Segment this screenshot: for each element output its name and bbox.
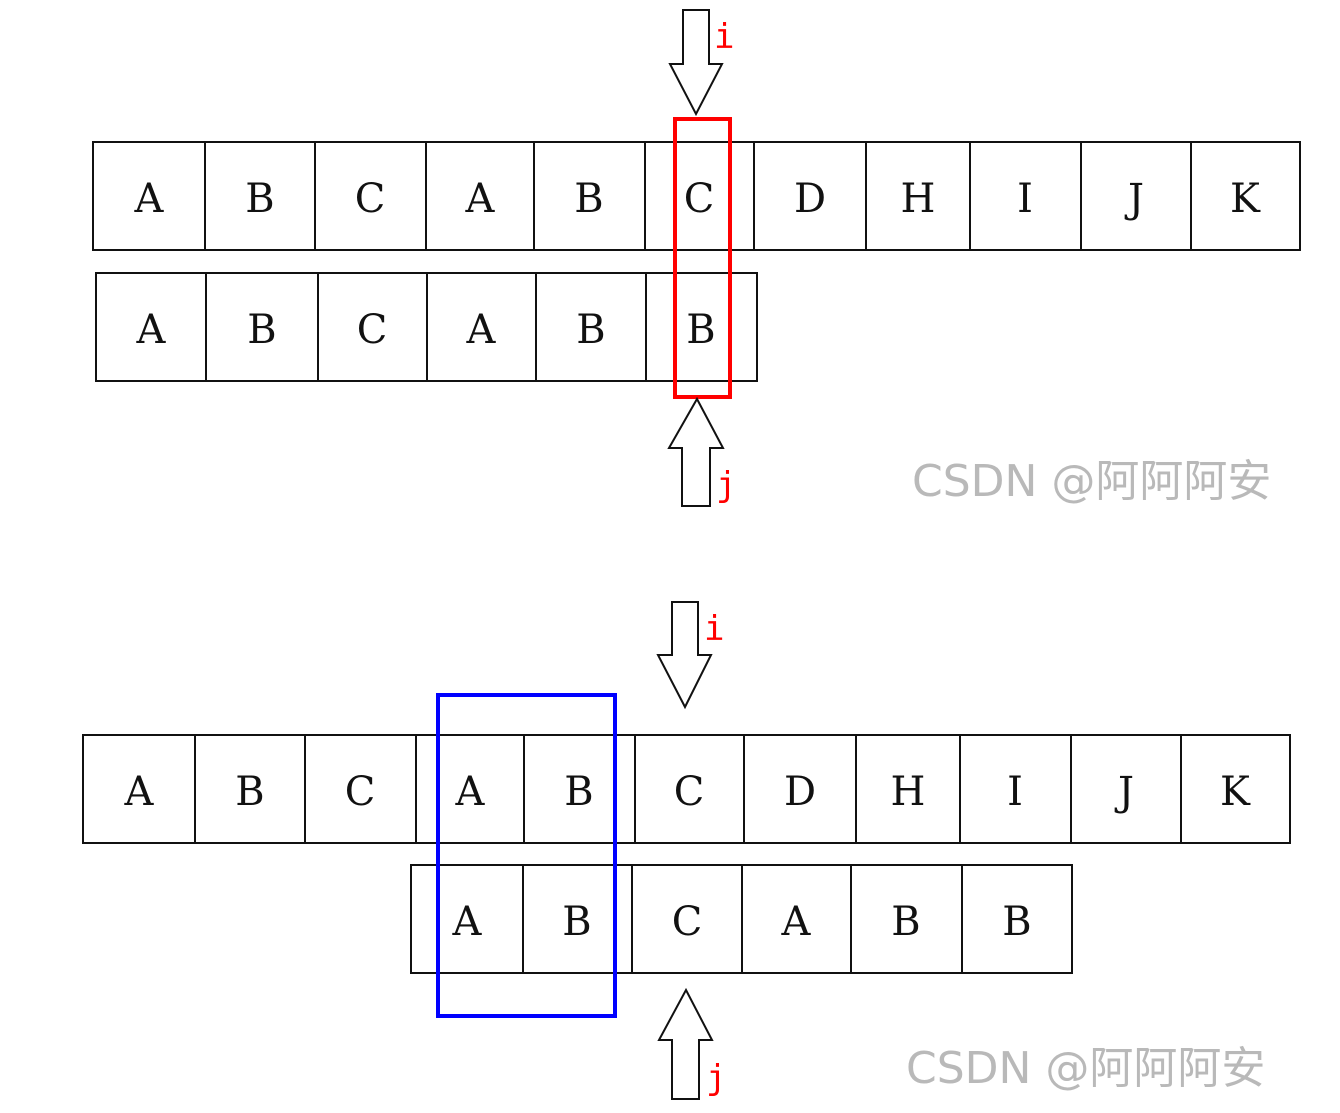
pattern-cell: A	[741, 864, 852, 974]
pattern-cell: A	[426, 272, 537, 382]
text-cell: A	[415, 734, 525, 844]
pattern-cell: B	[645, 272, 758, 382]
pattern-cell: B	[850, 864, 963, 974]
text-cell: B	[533, 141, 646, 251]
text-row: A B C A B C D H I J K	[82, 734, 1291, 844]
text-cell: B	[194, 734, 306, 844]
text-cell: A	[82, 734, 196, 844]
pointer-i-label: i	[714, 17, 734, 57]
text-cell-label: K	[1220, 769, 1251, 815]
text-cell-label: D	[794, 176, 826, 222]
pattern-row: A B C A B B	[410, 864, 1073, 974]
text-cell-label: B	[235, 769, 264, 815]
text-cell-label: B	[245, 176, 274, 222]
pointer-i-label: i	[704, 609, 724, 649]
pattern-cell: C	[317, 272, 428, 382]
prefix-suffix-highlight-box	[436, 693, 617, 1018]
pattern-cell-label: A	[781, 899, 812, 945]
pattern-cell: B	[205, 272, 319, 382]
text-cell-label: I	[1007, 769, 1023, 815]
pattern-cell-label: C	[357, 307, 388, 353]
panel-after-shift: i A B C A B C D H I J K A B C A B B	[82, 601, 1291, 1100]
pattern-cell-label: A	[466, 307, 497, 353]
text-cell: K	[1180, 734, 1291, 844]
text-cell: J	[1070, 734, 1182, 844]
pointer-i-arrow-icon	[668, 9, 724, 117]
text-cell-label: C	[355, 176, 386, 222]
watermark: CSDN @阿阿阿安	[906, 1043, 1265, 1094]
pattern-cell-label: B	[686, 307, 715, 353]
pattern-cell-label: A	[136, 307, 167, 353]
pattern-cell: C	[631, 864, 743, 974]
text-cell-label: K	[1230, 176, 1261, 222]
pointer-j-label: j	[706, 1058, 726, 1098]
text-cell: B	[204, 141, 316, 251]
pattern-cell-label: B	[891, 899, 920, 945]
text-cell-label: A	[455, 769, 486, 815]
pattern-cell: B	[961, 864, 1073, 974]
text-cell: H	[855, 734, 961, 844]
text-cell: I	[959, 734, 1072, 844]
text-cell: A	[92, 141, 206, 251]
text-cell-label: H	[901, 176, 936, 222]
text-cell: C	[634, 734, 745, 844]
text-cell-label: C	[684, 176, 715, 222]
mismatch-highlight-box	[673, 117, 732, 399]
pattern-cell: A	[95, 272, 207, 382]
text-cell: H	[865, 141, 971, 251]
watermark: CSDN @阿阿阿安	[912, 456, 1271, 507]
pointer-j-arrow-icon	[667, 396, 725, 507]
text-cell-label: J	[1114, 769, 1134, 815]
pattern-cell-label: B	[576, 307, 605, 353]
pointer-i-arrow-icon	[656, 601, 713, 710]
text-cell-label: I	[1017, 176, 1033, 222]
text-cell-label: A	[124, 769, 155, 815]
pattern-cell-label: A	[452, 899, 483, 945]
text-cell-label: B	[574, 176, 603, 222]
text-cell-label: C	[345, 769, 376, 815]
text-cell: J	[1080, 141, 1192, 251]
text-cell: I	[969, 141, 1082, 251]
text-cell-label: A	[134, 176, 165, 222]
text-cell: A	[425, 141, 535, 251]
text-cell-label: D	[784, 769, 816, 815]
pattern-cell-label: C	[672, 899, 703, 945]
text-cell-label: J	[1124, 176, 1144, 222]
text-cell-label: H	[891, 769, 926, 815]
pattern-cell: A	[410, 864, 524, 974]
text-cell: C	[304, 734, 417, 844]
text-cell-label: B	[564, 769, 593, 815]
text-cell: C	[644, 141, 755, 251]
text-row: A B C A B C D H I J K	[92, 141, 1301, 251]
text-cell-label: C	[674, 769, 705, 815]
text-cell: B	[523, 734, 636, 844]
pattern-cell-label: B	[562, 899, 591, 945]
text-cell: C	[314, 141, 427, 251]
pointer-j-label: j	[716, 465, 736, 505]
panel-before-shift: i A B C A B C D H I J K A B C A B B	[92, 9, 1301, 507]
pattern-cell: B	[522, 864, 633, 974]
text-cell-label: A	[465, 176, 496, 222]
pattern-cell: B	[535, 272, 647, 382]
text-cell: D	[743, 734, 857, 844]
pattern-row: A B C A B B	[95, 272, 758, 382]
pattern-cell-label: B	[247, 307, 276, 353]
pointer-j-arrow-icon	[657, 987, 714, 1100]
text-cell: K	[1190, 141, 1301, 251]
pattern-cell-label: B	[1002, 899, 1031, 945]
text-cell: D	[753, 141, 867, 251]
